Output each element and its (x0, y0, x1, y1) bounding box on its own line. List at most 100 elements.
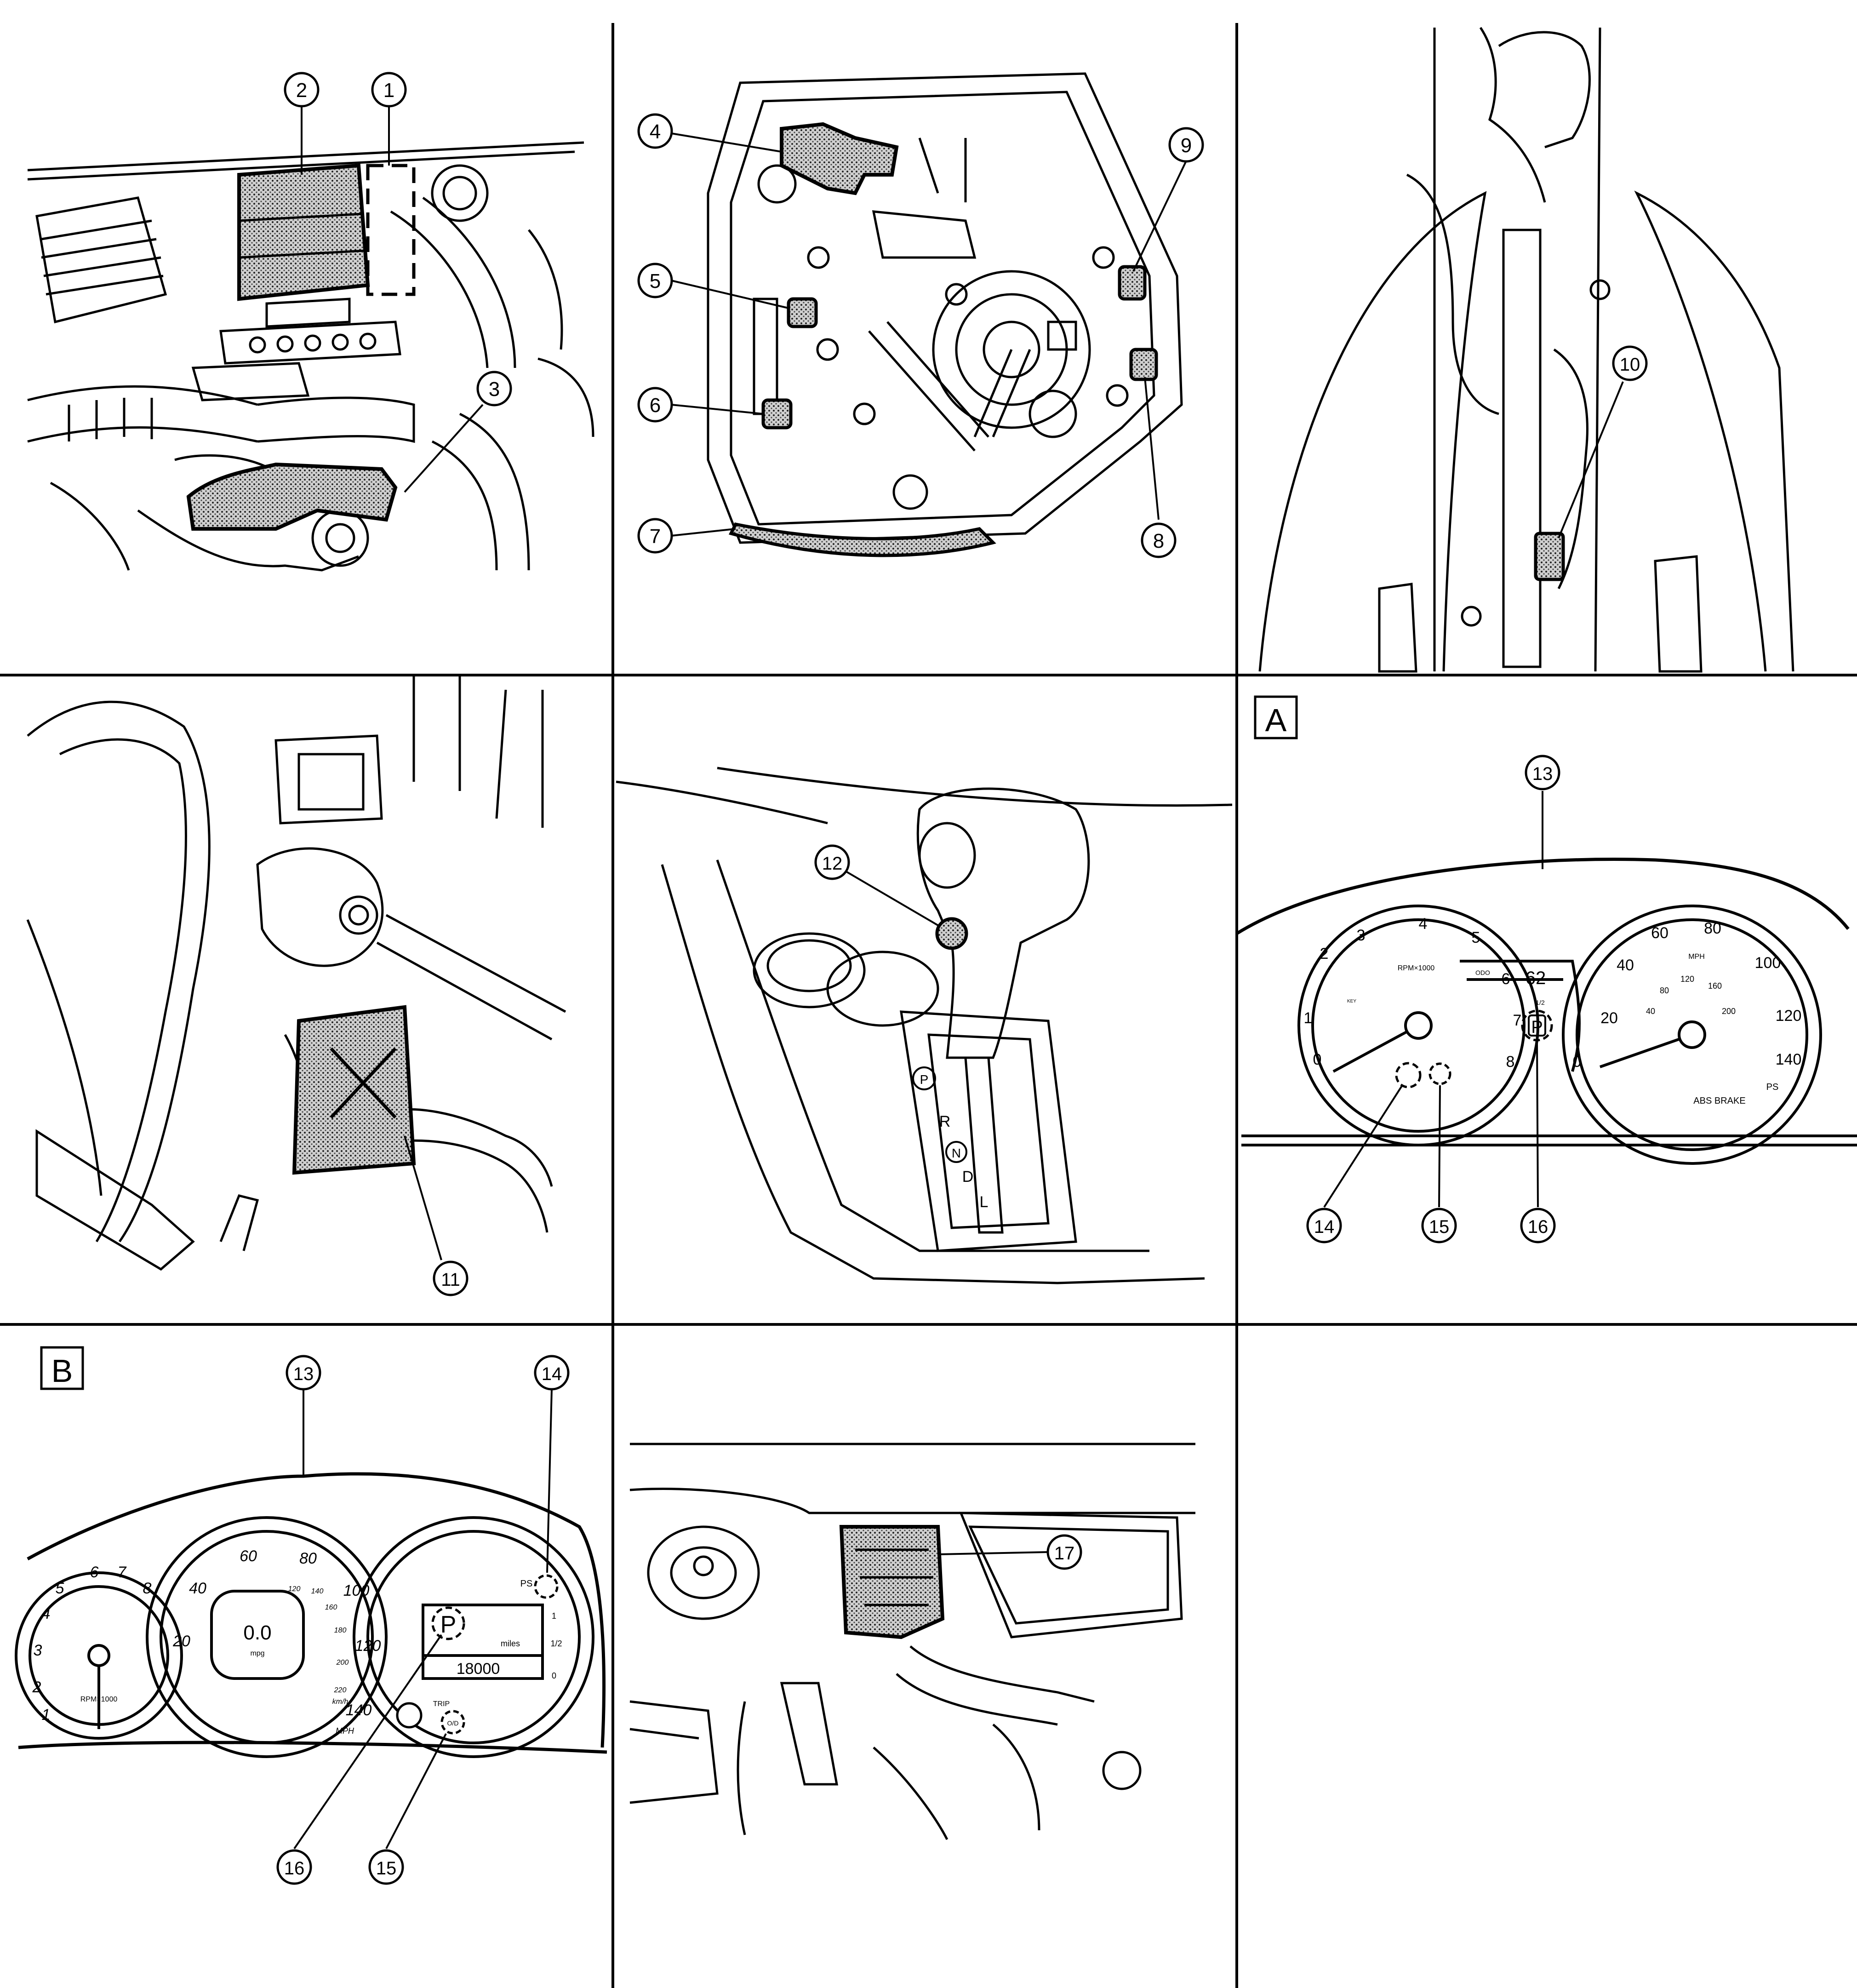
park-indicator-b: P (440, 1611, 457, 1638)
speed-a-tick-3: 60 (1651, 924, 1668, 942)
callout-11: 11 (441, 1270, 460, 1290)
kmh-b-tick-160: 160 (325, 1604, 337, 1611)
shift-r: R (939, 1113, 951, 1130)
tach-a-tick-0: 0 (1313, 1051, 1322, 1068)
ps-a-label: PS (1766, 1082, 1779, 1092)
tach-b-unit: RPM×1000 (80, 1696, 118, 1703)
tach-a-tick-1: 1 (1304, 1009, 1313, 1027)
tach-b-tick-5: 5 (56, 1580, 64, 1597)
callout-13-b: 13 (293, 1364, 314, 1384)
component-3-shape (186, 462, 398, 531)
callout-6: 6 (650, 394, 661, 417)
callout-14-a: 14 (1314, 1217, 1335, 1237)
speed-b-tick-20: 20 (172, 1633, 190, 1650)
panel-grid (0, 23, 1857, 1988)
callout-13-a: 13 (1532, 764, 1553, 784)
component-1-dashed-outline (366, 164, 416, 296)
kmh-a-tick-2: 120 (1680, 974, 1694, 984)
fuel-b-half: 1/2 (550, 1639, 562, 1648)
key-warning-label: KEY (1347, 999, 1356, 1004)
panel-engine-room (27, 141, 594, 572)
kmh-a-tick-4: 200 (1722, 1007, 1736, 1016)
callout-16-b: 16 (284, 1858, 305, 1879)
callout-15-b: 15 (376, 1858, 397, 1879)
tach-b-tick-2: 2 (32, 1679, 41, 1696)
kmh-b-tick-140: 140 (311, 1587, 324, 1595)
component-12-shape (935, 917, 968, 950)
kmh-a-tick-0: 40 (1646, 1007, 1655, 1016)
callout-numbers: 2 1 3 4 5 6 7 8 9 10 11 12 13 14 15 16 1… (284, 79, 1640, 1879)
tach-b-tick-4: 4 (42, 1605, 51, 1622)
tach-a-unit: RPM×1000 (1398, 964, 1435, 972)
panel-shifter-leader (845, 871, 941, 928)
callout-17: 17 (1054, 1543, 1075, 1564)
abs-brake-label: ABS BRAKE (1693, 1096, 1745, 1106)
callout-9: 9 (1181, 134, 1192, 157)
speed-b-tick-40: 40 (189, 1580, 206, 1597)
panel-b-meter: B 1 2 3 4 5 6 7 8 RPM×1000 (15, 1346, 607, 1850)
tach-a-tick-2: 2 (1320, 945, 1329, 962)
fuel-a-half: 1/2 (1536, 999, 1545, 1006)
component-6-shape (761, 398, 793, 430)
speed-b-tick-80: 80 (299, 1550, 317, 1567)
panel-engine-leaders (301, 106, 484, 493)
component-11-shape (292, 1005, 416, 1175)
tach-a-tick-8: 8 (1506, 1053, 1515, 1071)
speed-a-tick-1: 20 (1600, 1009, 1618, 1027)
odometer-value: 18000 (457, 1660, 500, 1678)
od-indicator-b: O/D (447, 1719, 459, 1727)
panel-label-b: B (51, 1353, 73, 1389)
mpg-display-unit: mpg (250, 1650, 264, 1657)
speed-a-tick-5: 100 (1755, 954, 1781, 972)
component-8-shape (1129, 348, 1158, 381)
park-indicator-a: P (1531, 1018, 1543, 1037)
component-9-shape (1118, 265, 1147, 301)
speed-a-tick-4: 80 (1704, 920, 1721, 937)
callout-2: 2 (296, 79, 307, 102)
callout-12: 12 (822, 854, 843, 874)
callout-10: 10 (1620, 355, 1640, 375)
tach-b-tick-7: 7 (118, 1564, 127, 1581)
speed-b-tick-100: 100 (343, 1582, 370, 1599)
callout-7: 7 (650, 525, 661, 548)
callout-circles (276, 72, 1648, 1885)
callout-15-a: 15 (1429, 1217, 1450, 1237)
fuel-b-empty: 0 (552, 1671, 556, 1680)
speed-a-tick-2: 40 (1617, 957, 1634, 974)
trip-label: TRIP (433, 1700, 450, 1708)
fuel-b-full: 1 (552, 1611, 556, 1621)
speed-b-tick-60: 60 (240, 1547, 257, 1565)
panel-transaxle (707, 72, 1183, 544)
tach-a-tick-3: 3 (1357, 927, 1366, 944)
tach-a-tick-6: 6 (1502, 970, 1510, 988)
component-4-shape (780, 122, 899, 195)
tach-b-tick-6: 6 (90, 1564, 99, 1581)
ps-b-label: PS (520, 1579, 533, 1589)
component-7-shape (728, 522, 996, 557)
panel-engine2-leader (937, 1551, 1049, 1555)
component-5-shape (787, 297, 818, 328)
shift-positions: P R N D L (912, 1066, 988, 1211)
speed-a-tick-0: 0 (1573, 1053, 1582, 1071)
odo-value: 62 (1526, 968, 1546, 988)
panel-a-meter: A 0 1 2 3 4 5 6 7 8 (1236, 695, 1857, 1208)
panel-steering (26, 676, 566, 1271)
callout-1: 1 (383, 79, 394, 102)
shifter-p-button: P (920, 1072, 929, 1087)
shift-l: L (980, 1193, 988, 1211)
speed-b-unit: MPH (336, 1726, 354, 1736)
callout-14-b: 14 (542, 1364, 562, 1384)
kmh-b-tick-120: 120 (288, 1585, 301, 1593)
tach-a-tick-7: 7 (1513, 1012, 1522, 1029)
shift-d: D (962, 1168, 974, 1186)
kmh-b-unit: km/h (332, 1698, 349, 1706)
panel-console (1258, 27, 1794, 673)
shift-n: N (952, 1146, 961, 1160)
callout-16-a: 16 (1528, 1217, 1548, 1237)
tach-a-tick-4: 4 (1419, 915, 1428, 933)
tach-b-tick-8: 8 (143, 1580, 152, 1597)
kmh-a-tick-1: 80 (1660, 986, 1669, 995)
speed-b-tick-120: 120 (355, 1637, 381, 1655)
speed-a-tick-7: 140 (1776, 1051, 1802, 1068)
